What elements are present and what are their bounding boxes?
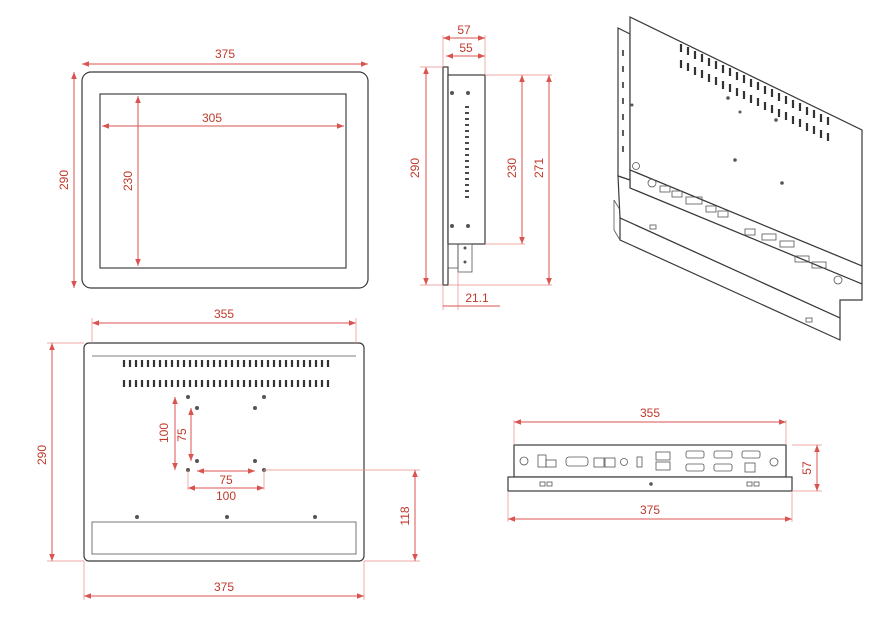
bottom-view: 355 375 57 (507, 406, 822, 522)
side-height-label: 290 (408, 158, 422, 178)
back-view: 355 290 100 75 75 100 118 375 (35, 307, 420, 600)
back-inner-width-label: 355 (214, 307, 234, 321)
side-view: 57 55 290 230 271 21.1 (408, 23, 552, 310)
side-vents (450, 91, 470, 264)
iso-vents (622, 44, 830, 152)
side-bracket (447, 243, 459, 269)
back-io-strip (91, 521, 357, 555)
bottom-depth-label: 57 (800, 461, 814, 475)
side-bottom-offset-label: 21.1 (465, 291, 489, 305)
back-outer-width-label: 375 (214, 580, 234, 594)
bottom-io-ports (519, 450, 779, 487)
back-io-height-label: 118 (398, 506, 412, 525)
back-vesa-outer-label: 100 (157, 423, 171, 443)
back-vents (122, 360, 330, 387)
front-view: 375 290 305 230 (57, 47, 369, 289)
back-vesa-inner-w-label: 75 (219, 473, 233, 487)
back-vesa-inner-label: 75 (175, 428, 189, 442)
back-housing (83, 342, 365, 562)
back-height-label: 290 (35, 445, 49, 465)
side-depth-label: 57 (457, 23, 471, 37)
side-panel-height-label: 271 (532, 158, 546, 178)
iso-front-bezel (619, 217, 841, 341)
isometric-view (613, 16, 863, 341)
bottom-io-panel (513, 444, 787, 478)
iso-io-ports (632, 162, 843, 285)
front-screen-height-label: 230 (121, 171, 135, 191)
side-depth-inner-label: 55 (459, 41, 473, 55)
front-height-label: 290 (57, 170, 71, 190)
bottom-inner-width-label: 355 (640, 406, 660, 420)
front-width-label: 375 (215, 47, 235, 61)
front-screen (99, 93, 347, 269)
side-body (447, 74, 486, 245)
back-vesa-outer-w-label: 100 (216, 489, 236, 503)
front-screen-width-label: 305 (202, 111, 222, 125)
bottom-outer-width-label: 375 (640, 503, 660, 517)
side-bezel (442, 66, 449, 286)
side-screen-height-label: 230 (505, 158, 519, 178)
